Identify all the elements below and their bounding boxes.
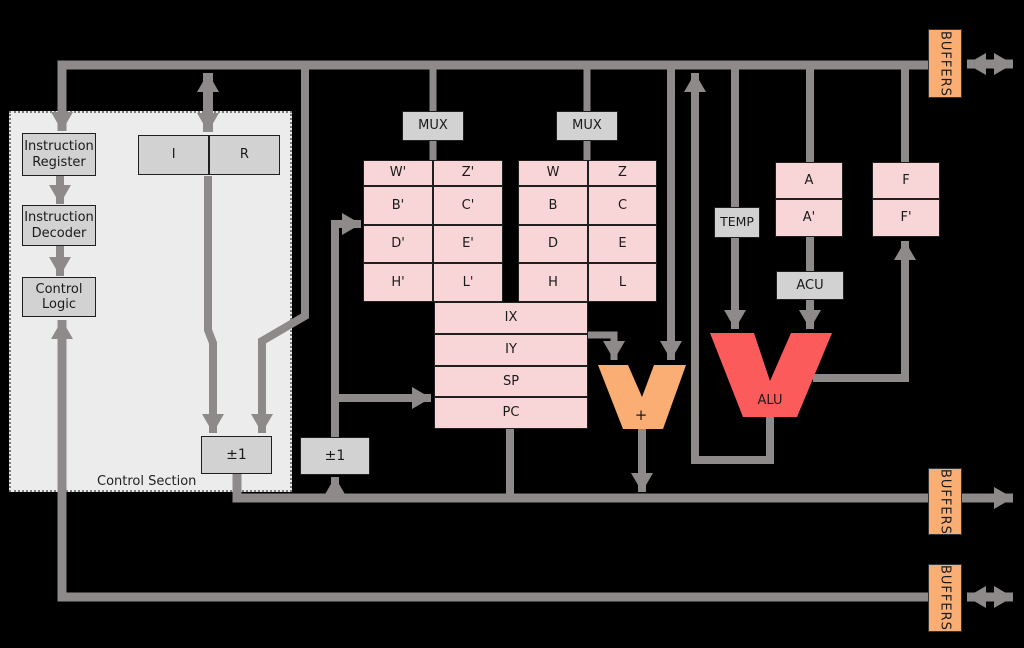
wire-bus-to-incdec1 <box>251 65 309 433</box>
control-bus-buffers-label: BUFFERS <box>937 565 953 631</box>
wire-iy-to-adder <box>588 331 625 360</box>
acu-box: ACU <box>776 271 844 300</box>
wire-ir-reg-to-incdec1 <box>202 176 224 433</box>
wire-alu-to-f-alt <box>813 241 916 382</box>
wire-alu-to-bus <box>684 73 774 464</box>
i-register: I <box>171 147 176 163</box>
internal-bus <box>232 473 928 503</box>
register-cell: Z' <box>433 160 503 186</box>
instruction-register-box: Instruction Register <box>22 133 96 176</box>
address-bus-buffers-box: BUFFERS <box>928 468 962 535</box>
register-cell: C <box>588 186 657 225</box>
control-logic-box: Control Logic <box>22 277 96 317</box>
control-bus-buffers-box: BUFFERS <box>928 564 962 632</box>
flags-cell: F <box>872 162 940 199</box>
adder-label: + <box>635 406 648 424</box>
i-r-divider <box>208 136 210 174</box>
register-cell: L' <box>433 263 503 302</box>
register-cell: C' <box>433 186 503 225</box>
incdec1-box: ±1 <box>201 436 272 474</box>
pointer-register-cell: IX <box>434 302 588 334</box>
control-section-label: Control Section <box>97 474 197 489</box>
pointer-register-cell: PC <box>434 397 588 429</box>
flags-alt-cell: F' <box>872 199 940 237</box>
pointer-register-cell: SP <box>434 366 588 397</box>
register-cell: D' <box>363 225 433 263</box>
mux-right-box: MUX <box>556 111 618 141</box>
data-bus-buffers-label: BUFFERS <box>937 30 953 97</box>
register-cell: Z <box>588 160 657 186</box>
control-bus <box>51 320 928 602</box>
mux-left-box: MUX <box>402 111 464 141</box>
i-r-register-box: I R <box>138 135 280 175</box>
accumulator-alt-cell: A' <box>775 199 843 237</box>
register-cell: B' <box>363 186 433 225</box>
incdec2-box: ±1 <box>300 437 370 475</box>
register-cell: B <box>518 186 588 225</box>
register-cell: E' <box>433 225 503 263</box>
alu-label: ALU <box>757 393 782 408</box>
instruction-decoder-box: Instruction Decoder <box>22 205 96 246</box>
register-cell: H <box>518 263 588 302</box>
register-cell: E <box>588 225 657 263</box>
register-cell: D <box>518 225 588 263</box>
temp-register-box: TEMP <box>714 207 760 238</box>
alu-shape <box>710 333 832 417</box>
register-cell: W <box>518 160 588 186</box>
data-bus-buffers-box: BUFFERS <box>928 29 962 98</box>
address-bus-buffers-label: BUFFERS <box>937 468 953 535</box>
register-cell: H' <box>363 263 433 302</box>
wire-incdec2-to-regfile <box>331 213 361 437</box>
r-register: R <box>239 147 249 163</box>
pointer-register-cell: IY <box>434 334 588 366</box>
register-cell: L <box>588 263 657 302</box>
data-bus <box>51 60 928 131</box>
adder-shape <box>598 365 686 429</box>
accumulator-cell: A <box>775 162 843 199</box>
register-cell: W' <box>363 160 433 186</box>
